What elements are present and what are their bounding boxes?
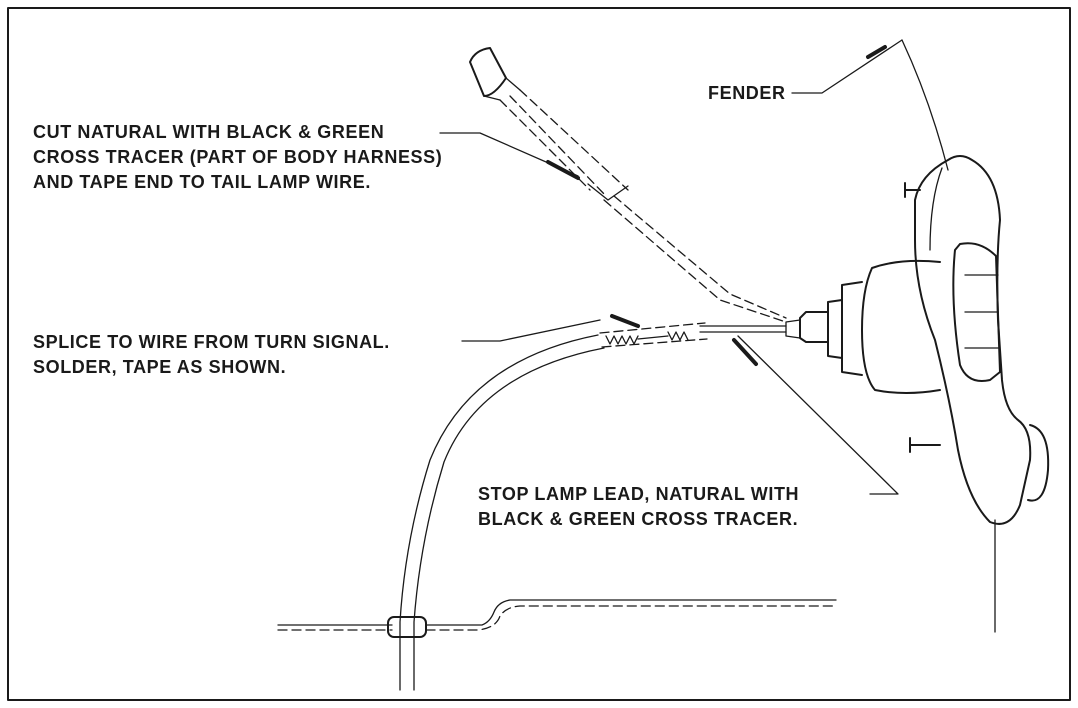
floor-panel-lower [277, 605, 837, 631]
harness-tube [483, 77, 521, 101]
splice-note: SPLICE TO WIRE FROM TURN SIGNAL. SOLDER,… [33, 330, 390, 380]
socket-plug [799, 311, 829, 343]
stud-upper [904, 182, 921, 198]
cut-natural-line-3: AND TAPE END TO TAIL LAMP WIRE. [33, 172, 371, 192]
stud-lower [909, 437, 941, 453]
splice-coil [605, 331, 689, 345]
stop-lamp-tick [732, 338, 758, 366]
stop-lamp-lead [699, 325, 787, 333]
splice-line-1: SPLICE TO WIRE FROM TURN SIGNAL. [33, 332, 390, 352]
fender-leader-tick [866, 45, 887, 59]
tail-lamp-housing [914, 155, 1032, 525]
stop-lamp-leader [737, 335, 899, 495]
fender-outline [901, 39, 949, 171]
stop-lamp-note: STOP LAMP LEAD, NATURAL WITH BLACK & GRE… [478, 482, 799, 532]
grommet [387, 616, 427, 638]
socket-plug-tip [785, 319, 801, 339]
harness-connector [469, 47, 507, 97]
cut-natural-leader [439, 132, 579, 177]
cut-natural-note: CUT NATURAL WITH BLACK & GREEN CROSS TRA… [33, 120, 442, 195]
floor-panel-upper [277, 599, 837, 626]
lower-lamp [1027, 424, 1050, 502]
cut-natural-line-2: CROSS TRACER (PART OF BODY HARNESS) [33, 147, 443, 167]
splice-tick [610, 314, 640, 328]
stop-lamp-line-1: STOP LAMP LEAD, NATURAL WITH [478, 484, 800, 504]
stop-lamp-line-2: BLACK & GREEN CROSS TRACER. [478, 509, 799, 529]
harness-wire-to-lamp [603, 195, 787, 323]
splice-sleeve [599, 322, 708, 348]
harness-tape [499, 89, 629, 197]
splice-leader [461, 319, 601, 342]
fender-label: FENDER [708, 83, 786, 103]
harness-tape-end [587, 183, 629, 201]
turn-signal-wire [399, 334, 605, 691]
splice-line-2: SOLDER, TAPE AS SHOWN. [33, 357, 287, 377]
fender-leader [791, 39, 903, 94]
cut-natural-line-1: CUT NATURAL WITH BLACK & GREEN [33, 122, 385, 142]
diagram-border [7, 7, 1071, 701]
tail-lamp-lens [952, 242, 1001, 382]
tail-lamp-inner-edge [929, 167, 943, 251]
splice-core [637, 335, 669, 340]
socket-body [861, 259, 941, 394]
socket-flange [841, 281, 863, 376]
socket-collar [827, 299, 843, 359]
